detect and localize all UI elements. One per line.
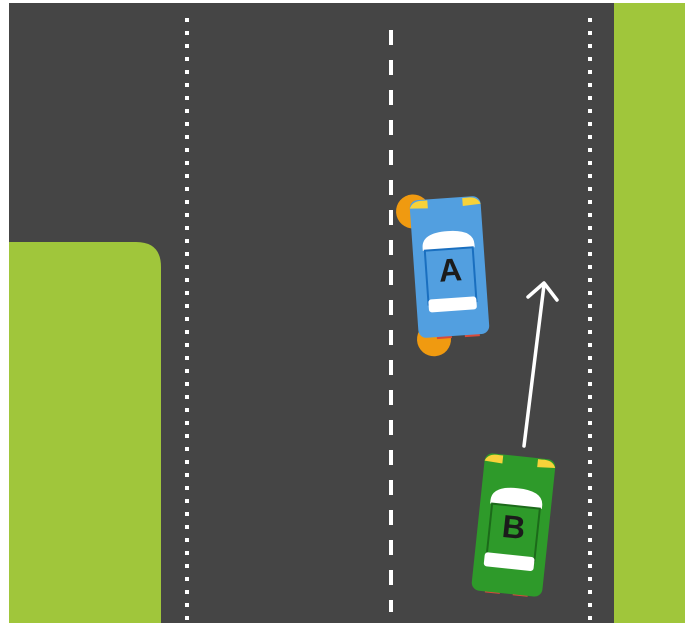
- grass-verge-left: [9, 242, 161, 623]
- grass-verge-right: [614, 3, 685, 623]
- car-a-label: A: [437, 251, 463, 289]
- car-b: B: [471, 453, 556, 599]
- car-b-label: B: [500, 508, 527, 546]
